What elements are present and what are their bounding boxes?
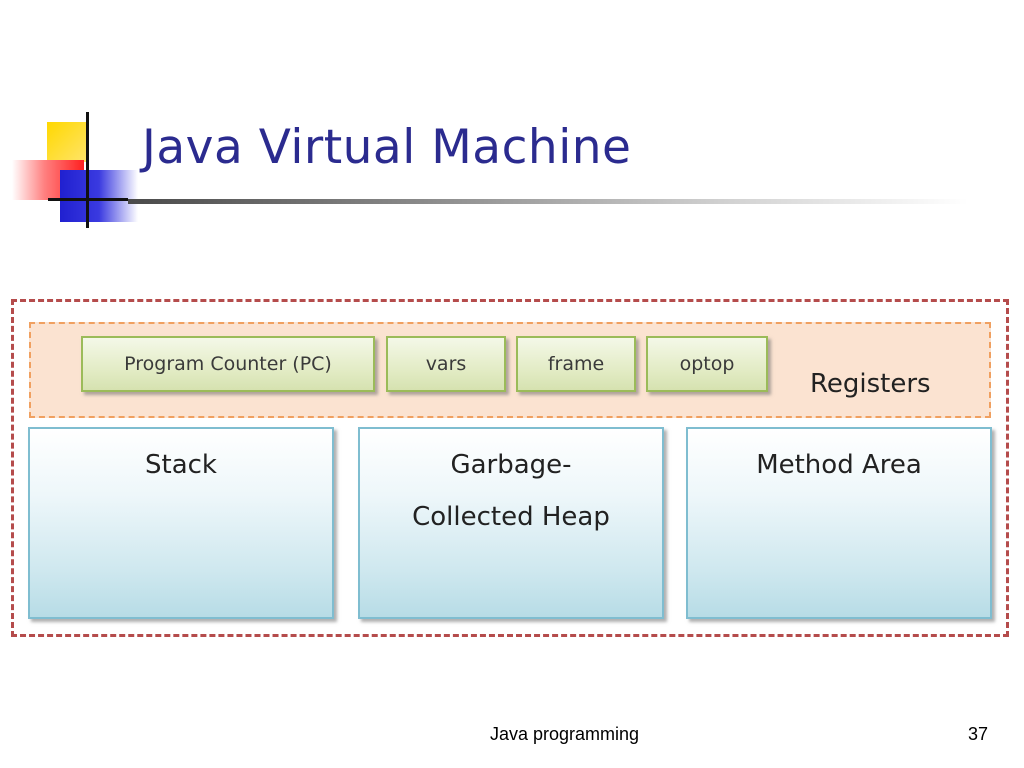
blue-square-decoration — [60, 170, 138, 222]
slide-title: Java Virtual Machine — [142, 120, 632, 175]
footer-text: Java programming — [490, 724, 640, 744]
yellow-square-decoration — [47, 122, 87, 162]
register-frame: frame — [516, 336, 636, 392]
register-vars: vars — [386, 336, 506, 392]
registers-label: Registers — [810, 369, 931, 399]
stack-area: Stack — [28, 427, 334, 619]
jvm-outer-boundary — [11, 299, 1009, 637]
heap-area-label-line-2: Collected Heap — [412, 502, 610, 532]
title-decoration — [0, 0, 160, 240]
register-optop: optop — [646, 336, 768, 392]
heap-area: Garbage- Collected Heap — [358, 427, 664, 619]
horizontal-rule-decoration — [48, 198, 128, 201]
method-area-label: Method Area — [756, 450, 922, 480]
register-program-counter: Program Counter (PC) — [81, 336, 375, 392]
heap-area-label-line-1: Garbage- — [450, 450, 572, 480]
vertical-rule-decoration — [86, 112, 89, 228]
stack-area-label: Stack — [145, 450, 217, 480]
title-underline — [128, 199, 968, 204]
method-area: Method Area — [686, 427, 992, 619]
page-number: 37 — [968, 724, 989, 744]
